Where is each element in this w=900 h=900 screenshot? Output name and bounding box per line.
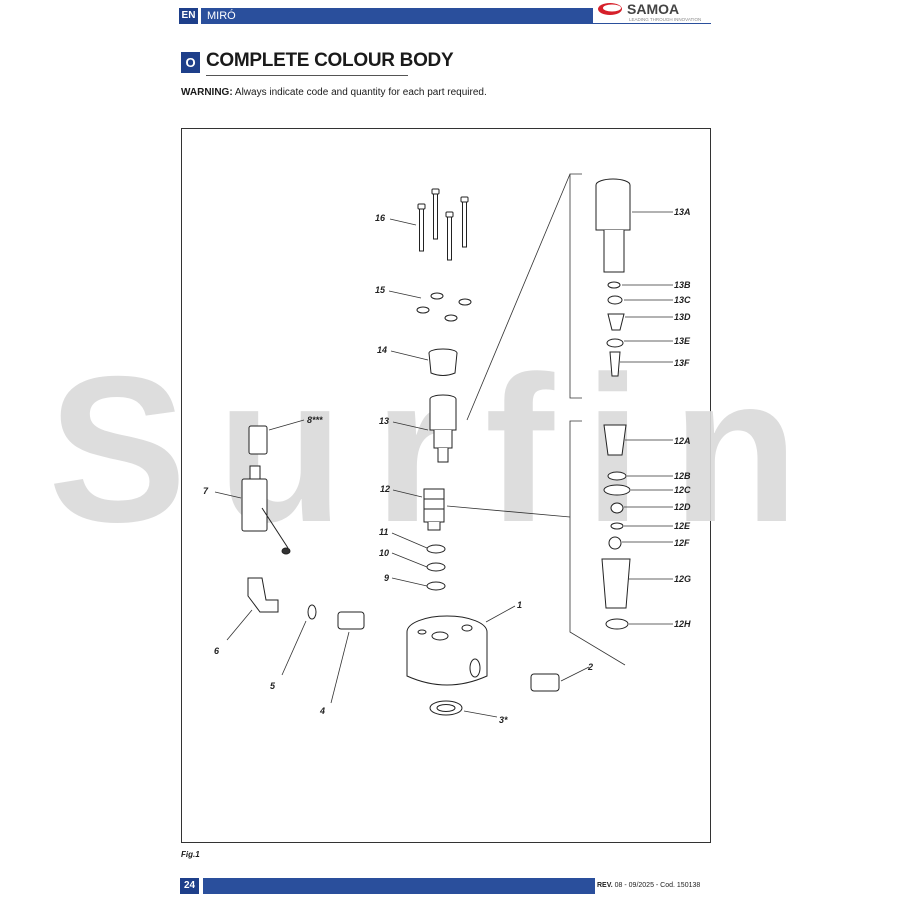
detail-13-part [595, 178, 631, 377]
callout-label: 6 [214, 646, 220, 656]
page-number: 24 [180, 878, 199, 894]
callout-label: 13D [674, 312, 691, 322]
callout-label: 10 [379, 548, 389, 558]
callout-label: 11 [379, 527, 388, 537]
figure-frame [181, 128, 711, 843]
ring-9-part [426, 581, 446, 591]
callout-label: 8*** [307, 415, 323, 425]
callout-label: 4 [319, 706, 325, 716]
header-bar [201, 8, 593, 24]
callout-label: 7 [203, 486, 209, 496]
section-letter: O [181, 52, 200, 73]
section-title: COMPLETE COLOUR BODY [206, 50, 454, 71]
warning-label: WARNING: [181, 87, 233, 98]
section-underline [206, 75, 408, 76]
tap-part [241, 465, 291, 555]
bushing-part [428, 348, 458, 376]
part-8 [248, 425, 268, 455]
colour-body-part [406, 615, 488, 686]
callout-label: 12F [674, 538, 690, 548]
brand-name: SAMOA [627, 1, 679, 17]
callout-label: 13B [674, 280, 691, 290]
callout-label: 14 [377, 345, 387, 355]
callout-label: 5 [270, 681, 276, 691]
callout-label: 2 [587, 662, 593, 672]
callout-label: 12E [674, 521, 691, 531]
ring-11-part [426, 544, 446, 554]
watermark: Surfin [48, 334, 829, 566]
callout-label: 12C [674, 485, 691, 495]
callout-label: 15 [375, 285, 386, 295]
warning-note: WARNING: Always indicate code and quanti… [181, 87, 487, 98]
samoa-logo: SAMOA LEADING THROUGH INNOVATION [596, 0, 712, 24]
callout-label: 12A [674, 436, 691, 446]
callout-label: 16 [375, 213, 386, 223]
washer-5-part [307, 604, 317, 620]
footer-bar [203, 878, 595, 894]
figure-caption: Fig.1 [181, 850, 200, 859]
ring-10-part [426, 562, 446, 572]
rev-text: 08 - 09/2025 - Cod. 150138 [614, 882, 701, 889]
elbow-part [247, 577, 279, 613]
callout-label: 12D [674, 502, 691, 512]
fitting-4-part [337, 611, 365, 630]
callout-label: 12G [674, 574, 691, 584]
callout-label: 13C [674, 295, 691, 305]
callout-label: 13A [674, 207, 691, 217]
detail-12-part [601, 424, 631, 630]
callout-label: 12H [674, 619, 691, 629]
callout-label: 13E [674, 336, 691, 346]
rev-label: REV. [597, 882, 613, 889]
header-divider [201, 23, 711, 24]
callout-label: 12 [380, 484, 390, 494]
revision-info: REV. 08 - 09/2025 - Cod. 150138 [597, 882, 700, 889]
valve-cartridge-part [423, 488, 445, 531]
callout-label: 13 [379, 416, 389, 426]
model-name: MIRÓ [207, 10, 236, 22]
warning-text: Always indicate code and quantity for ea… [234, 87, 487, 98]
language-badge: EN [179, 8, 198, 24]
screws-part [417, 188, 469, 261]
callout-label: 1 [517, 600, 522, 610]
valve-part [429, 394, 457, 463]
callout-label: 9 [384, 573, 389, 583]
fitting-2-part [530, 673, 560, 692]
callout-label: 13F [674, 358, 690, 368]
callout-label: 3* [499, 715, 508, 725]
brand-tagline: LEADING THROUGH INNOVATION [629, 17, 701, 22]
callout-label: 12B [674, 471, 691, 481]
washers-part [416, 292, 472, 322]
